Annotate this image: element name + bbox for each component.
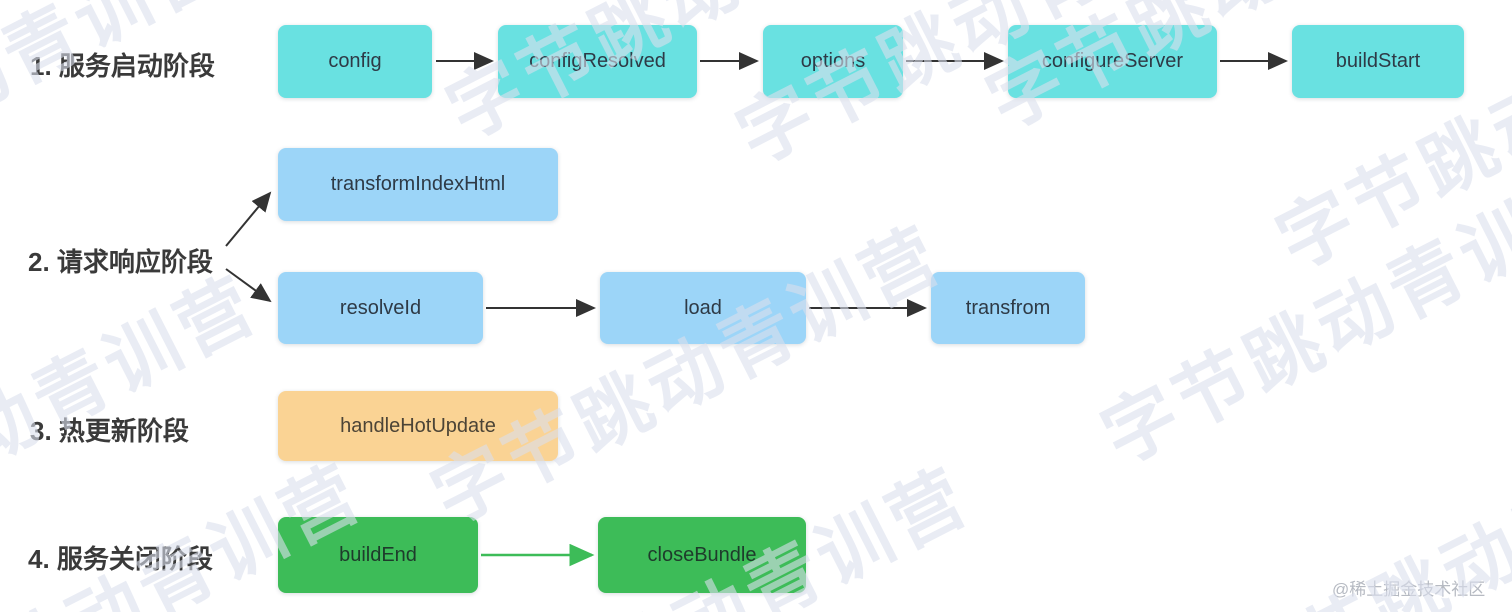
- stage2-label: 2. 请求响应阶段: [28, 247, 213, 277]
- node-transfrom: transfrom: [931, 272, 1085, 344]
- node-buildend: buildEnd: [278, 517, 478, 593]
- node-closebundle: closeBundle: [598, 517, 806, 593]
- node-transformindexhtml: transformIndexHtml: [278, 148, 558, 221]
- arrow-stage2-to-transformindexhtml: [225, 191, 272, 247]
- node-configureserver: configureServer: [1008, 25, 1217, 98]
- arrow-stage2-to-resolveid: [225, 268, 272, 303]
- node-configresolved: configResolved: [498, 25, 697, 98]
- stage1-label: 1. 服务启动阶段: [30, 51, 215, 81]
- stage4-label: 4. 服务关闭阶段: [28, 544, 213, 574]
- node-load: load: [600, 272, 806, 344]
- node-config: config: [278, 25, 432, 98]
- node-handlehotupdate: handleHotUpdate: [278, 391, 558, 461]
- community-credit: @稀土掘金技术社区: [1332, 580, 1486, 599]
- node-buildstart: buildStart: [1292, 25, 1464, 98]
- node-resolveid: resolveId: [278, 272, 483, 344]
- stage3-label: 3. 热更新阶段: [30, 416, 189, 446]
- node-options: options: [763, 25, 903, 98]
